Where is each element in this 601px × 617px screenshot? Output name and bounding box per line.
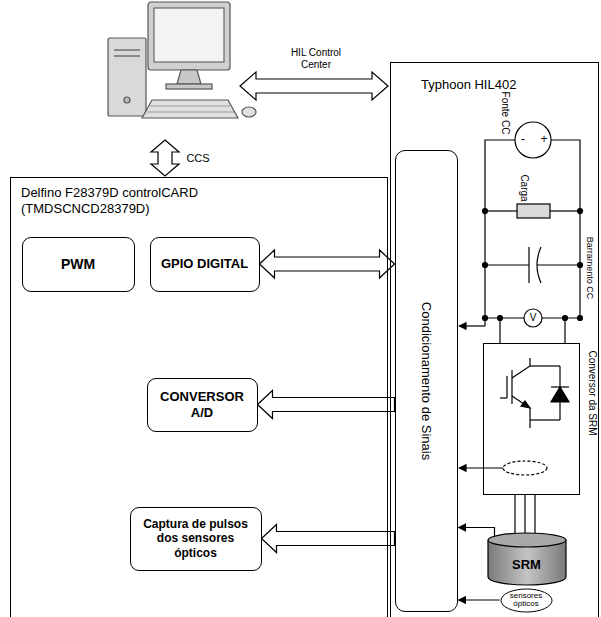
node-text: Delfino F28379D controlCARD (TMDSCNCD283… (21, 185, 236, 216)
node-text: SRM (512, 557, 541, 573)
ccs-link-arrow (151, 140, 179, 176)
signal-line (459, 599, 500, 600)
converter-box: Conversor da SRM (483, 343, 580, 495)
component-label: Carga (518, 174, 530, 201)
node-text: CONVERSOR A/D (158, 389, 247, 420)
sensor-outline (501, 589, 552, 612)
srm-motor: SRM (487, 532, 567, 586)
signal-arrow (258, 391, 395, 419)
gpio-box: GPIO DIGITAL (150, 237, 260, 292)
node-text: Condicionamento de Sinais (418, 301, 434, 459)
adc-box: CONVERSOR A/D (147, 378, 258, 432)
node-text: PWM (61, 256, 95, 273)
motor-cables (459, 461, 547, 533)
pwm-box: PWM (22, 237, 135, 292)
hil-link-arrow (240, 72, 388, 100)
optical-sensor: sensores ópticos (500, 588, 553, 613)
signal-conditioning-box: Condicionamento de Sinais (395, 150, 458, 612)
component-label: Barramento CC (585, 237, 595, 300)
node-text: sensores ópticos (504, 592, 548, 609)
signal-arrow (260, 250, 395, 278)
hil-box: Typhoon HIL402Condicionamento de Sinais C… (390, 62, 599, 617)
node-text: Conversor da SRM (586, 350, 598, 435)
computer-icon (108, 2, 256, 118)
controlcard-box: Delfino F28379D controlCARD (TMDSCNCD283… (10, 177, 388, 617)
signal-line (459, 528, 495, 538)
capture-box: Captura de pulsos dos sensores ópticos (130, 507, 262, 571)
node-text: Typhoon HIL402 (421, 77, 571, 93)
motor-top (488, 533, 566, 547)
link-label: CCS (186, 152, 209, 165)
voltmeter-symbol-label: V (530, 312, 537, 324)
node-text: GPIO DIGITAL (161, 256, 248, 272)
component-label: Fonte CC (499, 92, 511, 135)
link-label: HIL Control Center (280, 47, 352, 70)
polarity-sign: - (521, 132, 525, 147)
node-text: Captura de pulsos dos sensores ópticos (141, 517, 251, 560)
signal-arrow (262, 525, 395, 553)
polarity-sign: + (540, 133, 547, 147)
dc-bus-circuit (459, 122, 583, 343)
igbt-diode-symbol (500, 358, 569, 428)
